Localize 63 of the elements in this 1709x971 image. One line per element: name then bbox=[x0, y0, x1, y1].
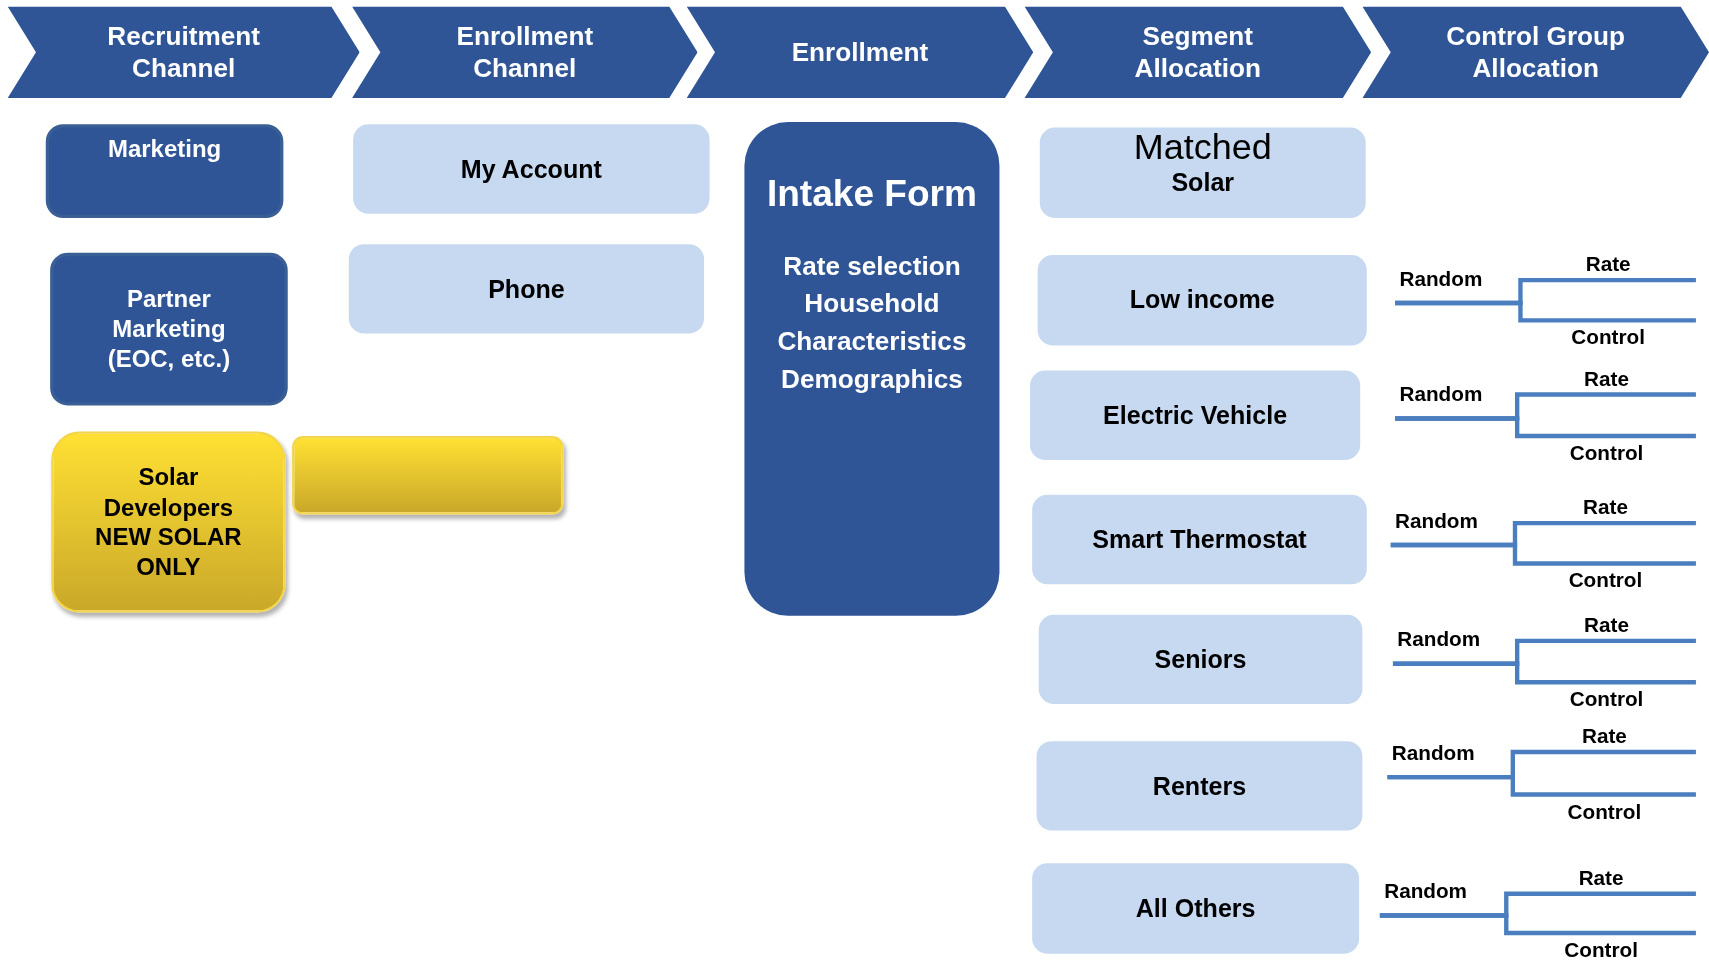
branch-label: Random bbox=[1399, 266, 1483, 292]
header-label: Recruitment Channel bbox=[106, 19, 261, 85]
box-label: Renters bbox=[1152, 770, 1247, 802]
option-box bbox=[348, 244, 705, 334]
branch-label: Rate bbox=[1581, 723, 1627, 750]
header-label: Segment Allocation bbox=[1133, 19, 1263, 85]
branch-label: Control bbox=[1564, 937, 1638, 964]
branch-label: Random bbox=[1399, 381, 1483, 408]
branch-label: Control bbox=[1568, 567, 1643, 594]
branch-label: Control bbox=[1571, 324, 1645, 351]
branch-label: Control bbox=[1567, 799, 1642, 825]
branch-label: Rate bbox=[1585, 252, 1631, 278]
form-box bbox=[744, 122, 1000, 616]
box-label: Phone bbox=[488, 273, 565, 305]
branch-label: Random bbox=[1384, 878, 1468, 905]
header-label: Enrollment Channel bbox=[455, 19, 595, 85]
empty-box bbox=[292, 435, 564, 515]
branch-label: Rate bbox=[1584, 366, 1629, 393]
box-label: Electric Vehicle bbox=[1103, 399, 1288, 431]
box-label: Low income bbox=[1129, 284, 1275, 316]
chevron-header bbox=[7, 6, 360, 99]
channel-box bbox=[45, 124, 284, 218]
segment-box bbox=[1030, 370, 1361, 460]
segment-box bbox=[1039, 127, 1366, 218]
segment-box bbox=[1037, 255, 1367, 346]
form-fields: Rate selection Household Characteristics Demographics bbox=[744, 246, 1000, 399]
bracket-line bbox=[1392, 661, 1696, 685]
header-label: Enrollment bbox=[791, 36, 929, 69]
box-label: All Others bbox=[1135, 892, 1256, 925]
segment-box bbox=[1038, 614, 1363, 705]
chevron-header bbox=[686, 6, 1034, 99]
bracket-line bbox=[1379, 913, 1696, 936]
branch-label: Rate bbox=[1583, 495, 1628, 521]
chevron-header bbox=[352, 6, 698, 99]
box-label: Seniors bbox=[1154, 643, 1247, 676]
bracket-line bbox=[1390, 542, 1696, 566]
box-label: Matched bbox=[1133, 127, 1272, 168]
chevron-header bbox=[1024, 6, 1372, 99]
bracket-line bbox=[1395, 416, 1696, 439]
box-label: Smart Thermostat bbox=[1092, 523, 1307, 556]
bracket-line bbox=[1395, 300, 1696, 323]
channel-box bbox=[50, 252, 288, 406]
branch-label: Random bbox=[1395, 508, 1478, 534]
branch-label: Control bbox=[1569, 686, 1644, 713]
option-box bbox=[353, 124, 710, 214]
bracket-line bbox=[1387, 774, 1696, 797]
segment-box bbox=[1036, 741, 1363, 831]
box-label: Solar Developers NEW SOLAR ONLY bbox=[94, 462, 243, 582]
branch-label: Control bbox=[1569, 440, 1644, 467]
box-label: My Account bbox=[460, 153, 602, 185]
segment-box bbox=[1032, 494, 1367, 585]
form-title: Intake Form bbox=[766, 171, 977, 216]
branch-label: Random bbox=[1397, 626, 1481, 653]
box-label: Solar bbox=[1171, 167, 1235, 199]
branch-label: Rate bbox=[1584, 612, 1629, 639]
branch-label: Rate bbox=[1578, 865, 1624, 892]
chevron-header bbox=[1362, 6, 1709, 99]
box-label: Partner Marketing (EOC, etc.) bbox=[106, 284, 232, 375]
header-label: Control Group Allocation bbox=[1445, 19, 1627, 85]
segment-box bbox=[1032, 863, 1360, 954]
branch-label: Random bbox=[1391, 740, 1475, 766]
channel-box bbox=[51, 431, 286, 613]
box-label: Marketing bbox=[107, 134, 222, 165]
